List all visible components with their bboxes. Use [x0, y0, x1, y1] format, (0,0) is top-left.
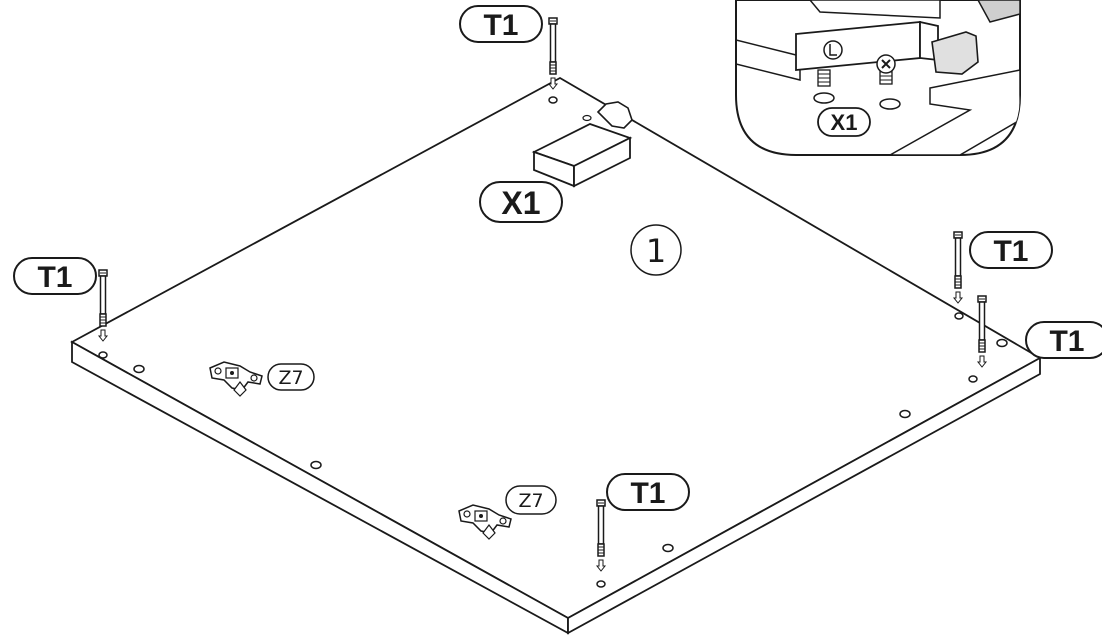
hole [899, 409, 911, 419]
label-pin-top: T1 [459, 5, 543, 43]
label-pin-right-upper: T1 [969, 231, 1053, 269]
label-pin-bottom: T1 [606, 473, 690, 511]
step-number: 1 [646, 232, 666, 270]
hole [548, 96, 558, 104]
hole [968, 375, 978, 383]
panel [70, 76, 1042, 635]
label-text: Z7 [518, 490, 543, 512]
label-text: T1 [1049, 325, 1084, 358]
hole [596, 580, 606, 588]
hole [662, 543, 674, 553]
hole [133, 364, 145, 374]
cross-icon [876, 54, 896, 74]
label-text: Z7 [278, 367, 303, 389]
hole [996, 338, 1008, 348]
label-text: T1 [993, 235, 1028, 268]
step-number-badge: 1 [630, 224, 682, 276]
label-box-detail: X1 [817, 107, 871, 137]
pin-right-upper [953, 231, 963, 304]
hole [98, 351, 108, 359]
label-text: X1 [831, 110, 858, 135]
hole [954, 312, 964, 320]
lock-icon [823, 40, 843, 60]
hole [310, 460, 322, 470]
label-box-main: X1 [479, 181, 563, 223]
panel-holes [98, 96, 1008, 588]
label-hinge-bottom: Z7 [505, 485, 557, 515]
box-x1 [531, 101, 633, 188]
label-pin-left: T1 [13, 257, 97, 295]
label-text: T1 [37, 261, 72, 294]
pin-top [548, 17, 558, 90]
label-text: X1 [501, 185, 540, 221]
label-pin-right-lower: T1 [1025, 321, 1102, 359]
detail-inset: X1 [735, 0, 1021, 156]
label-hinge-left: Z7 [267, 363, 315, 391]
panel-right-edge [567, 356, 1041, 635]
label-text: T1 [483, 9, 518, 42]
label-text: T1 [630, 477, 665, 510]
